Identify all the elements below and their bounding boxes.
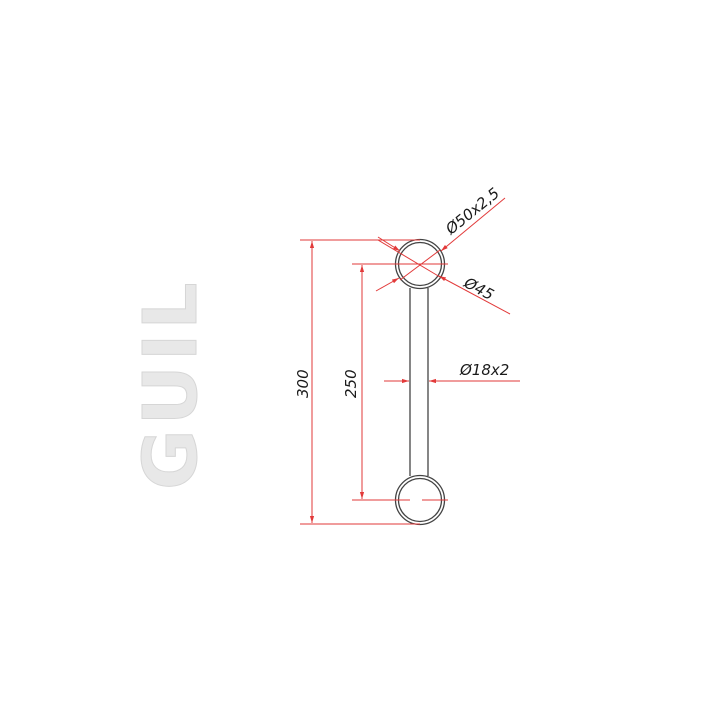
part-outline [394,238,446,526]
guil-logo: GUIL [128,278,215,491]
dim-od-arrow-left [377,236,401,252]
dim-od-diag [377,239,441,278]
dim-250-label: 250 [342,369,360,398]
dim-id-leader [438,275,511,315]
dim-id-arrow-left [375,277,400,292]
dim-id-diag [399,249,441,281]
dimension-lines [300,197,520,525]
dim-od-label: Ø50x2,5 [441,184,503,239]
logo-text: GUIL [128,278,214,490]
dim-300-label: 300 [294,369,312,398]
dim-od-leader [440,197,506,252]
dim-conn-label: Ø18x2 [459,361,509,379]
dim-id-label: Ø45 [460,273,497,304]
